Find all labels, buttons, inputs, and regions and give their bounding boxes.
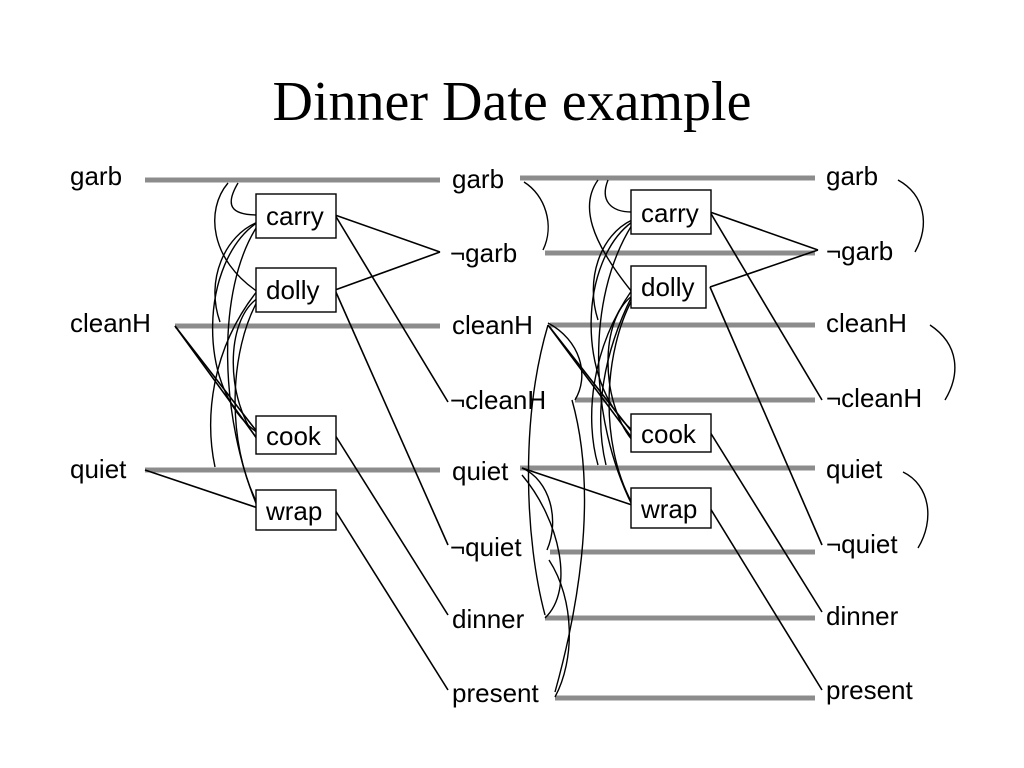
prop-dinner-2: dinner: [826, 601, 899, 631]
prop-cleanH-1: cleanH: [452, 310, 533, 340]
action-wrap-0: wrap: [265, 496, 322, 526]
mutex-arcs-level-1: [521, 181, 586, 698]
mutex-arcs-level-1-actions: [588, 179, 633, 506]
prop-notgarb-2: ¬garb: [826, 236, 893, 266]
prop-notgarb-1: ¬garb: [450, 238, 517, 268]
prop-cleanH-0: cleanH: [70, 308, 151, 338]
action-dolly-1: dolly: [641, 272, 694, 302]
action-links-level-0: [144, 214, 449, 691]
prop-notquiet-2: ¬quiet: [826, 529, 898, 559]
prop-dinner-1: dinner: [452, 604, 525, 634]
prop-present-1: present: [452, 678, 539, 708]
prop-notquiet-1: ¬quiet: [450, 532, 522, 562]
action-carry-1: carry: [641, 198, 699, 228]
noop-bars: [145, 175, 815, 701]
state-layer-1: garb ¬garb cleanH ¬cleanH quiet ¬quiet d…: [450, 164, 546, 708]
action-carry-0: carry: [266, 201, 324, 231]
action-layer-0: carry dolly cook wrap: [255, 193, 337, 531]
prop-quiet-0: quiet: [70, 454, 127, 484]
prop-garb-1: garb: [452, 164, 504, 194]
action-cook-0: cook: [266, 421, 322, 451]
action-layer-1: carry dolly cook wrap: [630, 189, 712, 529]
state-layer-2: garb ¬garb cleanH ¬cleanH quiet ¬quiet d…: [826, 161, 922, 705]
prop-quiet-1: quiet: [452, 456, 509, 486]
mutex-arcs-level-0: [210, 182, 259, 509]
action-links-level-1: [521, 211, 823, 691]
state-layer-0: garb cleanH quiet: [70, 161, 151, 484]
action-wrap-1: wrap: [640, 494, 697, 524]
prop-notcleanH-1: ¬cleanH: [450, 385, 546, 415]
prop-present-2: present: [826, 675, 913, 705]
prop-garb-2: garb: [826, 161, 878, 191]
action-dolly-0: dolly: [266, 275, 319, 305]
page-title: Dinner Date example: [272, 71, 752, 133]
prop-quiet-2: quiet: [826, 454, 883, 484]
prop-notcleanH-2: ¬cleanH: [826, 383, 922, 413]
action-cook-1: cook: [641, 419, 697, 449]
prop-cleanH-2: cleanH: [826, 308, 907, 338]
mutex-arcs-level-2: [897, 179, 956, 549]
prop-garb-0: garb: [70, 161, 122, 191]
